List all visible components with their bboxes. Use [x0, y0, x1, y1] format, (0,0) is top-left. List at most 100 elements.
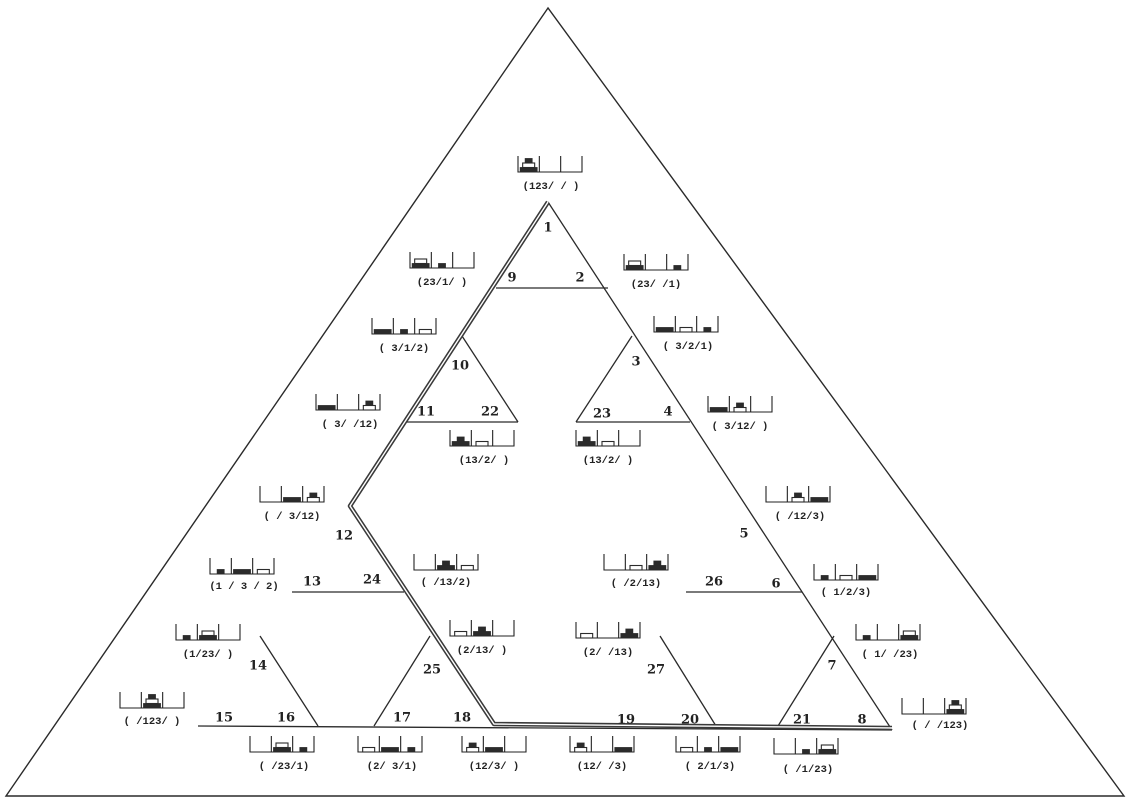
state-s24: (12/3/ ): [461, 736, 527, 773]
disk-1: [653, 560, 662, 566]
disk-3: [485, 747, 503, 753]
state-label: ( /2/13): [611, 578, 661, 590]
disk-2: [680, 746, 694, 753]
state-label: ( / /123): [912, 720, 969, 732]
edge: [197, 725, 893, 731]
state-s12: (1 / 3 / 2): [209, 558, 279, 593]
state-label: ( 3/12/ ): [712, 421, 769, 433]
node-11: 11: [417, 405, 435, 420]
disk-2: [362, 404, 376, 411]
disk-1: [625, 628, 634, 634]
disk-1: [951, 700, 960, 706]
disk-1: [673, 265, 682, 271]
disk-3: [620, 633, 639, 639]
disk-2: [791, 496, 805, 503]
disk-2: [145, 698, 159, 705]
node-15: 15: [215, 711, 233, 726]
disk-1: [438, 263, 446, 269]
state-s22: ( /23/1): [249, 736, 315, 773]
disk-2: [574, 746, 588, 753]
state-s10: ( / 3/12): [259, 486, 325, 523]
disk-1: [400, 329, 408, 335]
disk-2: [820, 744, 834, 751]
state-label: (23/ /1): [631, 279, 681, 291]
node-13: 13: [303, 575, 321, 590]
peg-base: [855, 624, 921, 641]
edge: [777, 635, 835, 727]
state-s18: (2/ /13): [575, 622, 641, 659]
disk-1: [794, 492, 802, 498]
state-s1: (123/ / ): [517, 156, 583, 193]
disk-3: [655, 327, 674, 333]
disk-3: [900, 635, 919, 641]
edge: [259, 635, 319, 727]
outer-triangle: [4, 6, 1126, 797]
disk-3: [317, 405, 336, 411]
state-label: (123/ / ): [523, 181, 580, 193]
state-s8: (13/2/ ): [449, 430, 515, 467]
node-18: 18: [453, 711, 471, 726]
disk-3: [411, 263, 430, 269]
disk-3: [273, 747, 291, 753]
state-label: (13/2/ ): [459, 455, 509, 467]
state-s6: ( 3/ /12): [315, 394, 381, 431]
disk-2: [362, 746, 376, 753]
state-s14: ( /2/13): [603, 554, 669, 590]
node-3: 3: [631, 355, 640, 370]
state-label: (1/23/ ): [183, 649, 233, 661]
disk-1: [704, 747, 712, 753]
disk-3: [648, 565, 667, 571]
peg-base: [569, 736, 635, 753]
node-20: 20: [681, 713, 699, 728]
node-25: 25: [423, 663, 441, 678]
graph-edges: [197, 201, 893, 731]
disk-2: [522, 162, 536, 169]
disk-3: [625, 265, 644, 271]
disk-2: [460, 564, 474, 571]
state-s17: (2/13/ ): [449, 620, 515, 657]
peg-base: [315, 394, 381, 411]
state-label: ( 1/ /23): [862, 649, 919, 661]
state-label: ( 3/ /12): [322, 419, 379, 431]
state-label: (2/ 3/1): [367, 761, 417, 773]
disk-1: [456, 436, 465, 442]
disk-1: [216, 569, 225, 575]
disk-3: [810, 497, 829, 503]
node-14: 14: [249, 659, 267, 674]
disk-1: [576, 742, 585, 748]
disk-3: [720, 747, 739, 753]
state-s23: (2/ 3/1): [357, 736, 423, 773]
node-9: 9: [507, 271, 516, 286]
node-19: 19: [617, 713, 635, 728]
disk-2: [306, 496, 320, 503]
state-label: ( 1/2/3): [821, 587, 871, 599]
peg-base: [901, 698, 967, 715]
node-7: 7: [827, 659, 836, 674]
solution-path-inner: [349, 201, 893, 729]
node-16: 16: [277, 711, 295, 726]
state-label: ( / 3/12): [264, 511, 321, 523]
state-label: ( /23/1): [259, 761, 309, 773]
disk-1: [524, 158, 533, 164]
state-s20: ( /123/ ): [119, 692, 185, 728]
state-label: (12/ /3): [577, 761, 627, 773]
state-icons: (123/ / )(23/1/ )(23/ /1)( 3/1/2)( 3/2/1…: [119, 156, 969, 776]
state-label: (2/13/ ): [457, 645, 507, 657]
disk-3: [858, 575, 877, 581]
disk-3: [199, 635, 217, 641]
disk-2: [275, 742, 289, 749]
node-17: 17: [393, 711, 411, 726]
state-s11: ( /12/3): [765, 486, 831, 523]
disk-3: [519, 167, 538, 173]
disk-1: [736, 402, 744, 408]
node-4: 4: [663, 405, 672, 420]
disk-3: [614, 747, 633, 753]
state-s7: ( 3/12/ ): [707, 396, 773, 433]
node-21: 21: [793, 713, 811, 728]
state-s13: ( /13/2): [413, 554, 479, 589]
disk-1: [442, 560, 450, 566]
disk-3: [709, 407, 728, 413]
state-label: (23/1/ ): [417, 277, 467, 289]
disk-1: [820, 575, 829, 581]
